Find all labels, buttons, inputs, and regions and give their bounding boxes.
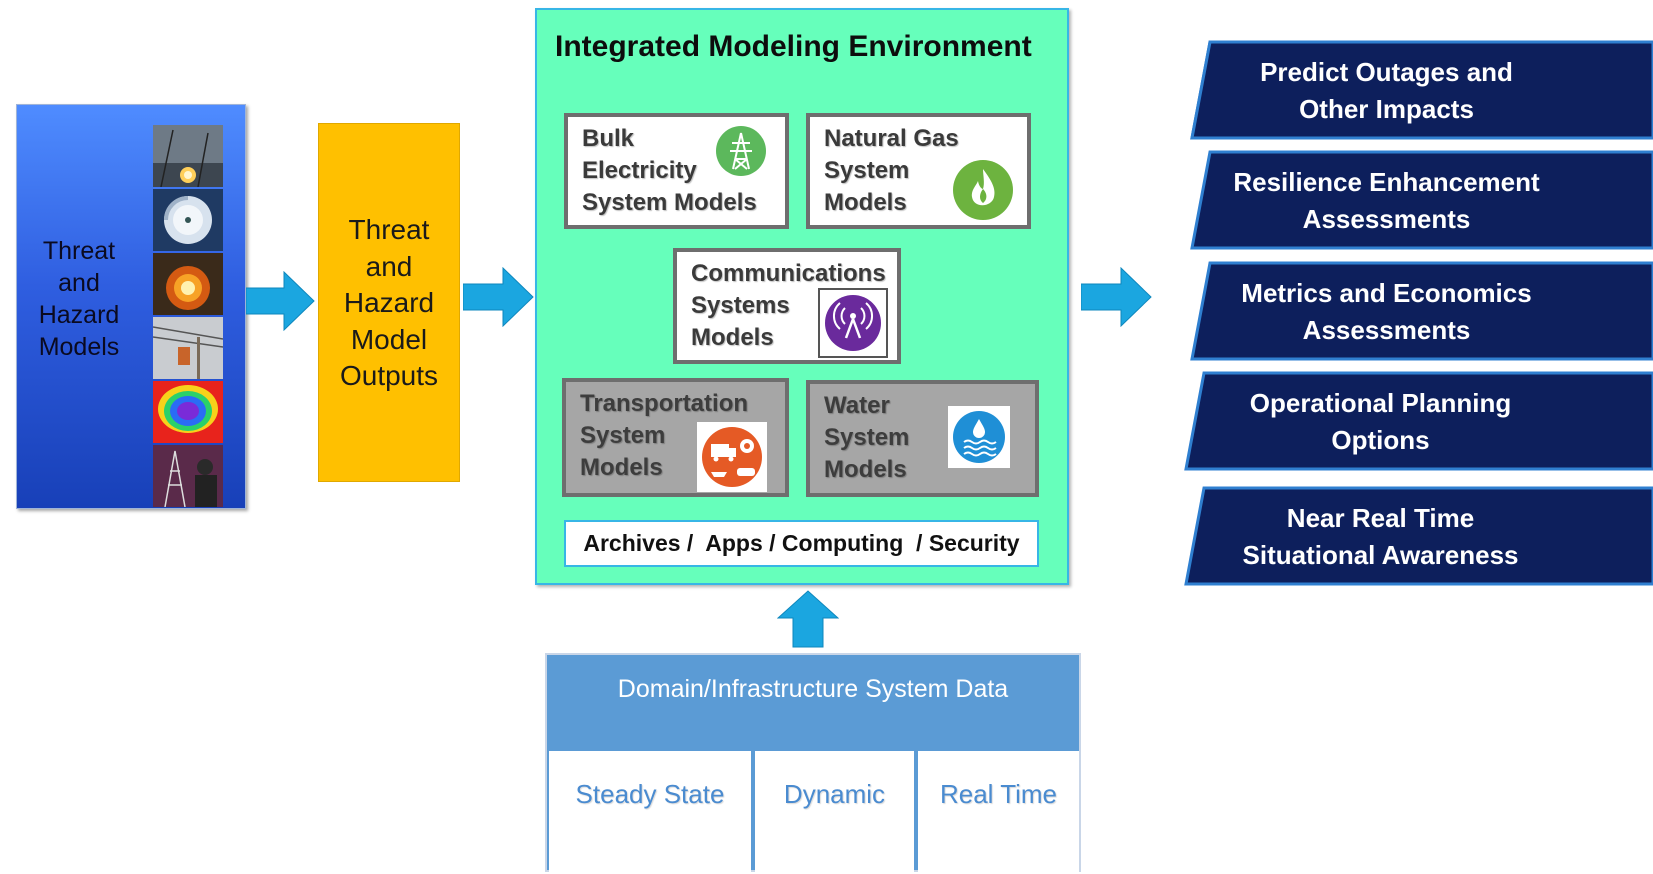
archives-bar-label: Archives / Apps / Computing / Security [583,530,1020,556]
natural-gas-label: Natural Gas System Models [824,125,959,216]
data-cell-dynamic-label: Dynamic [783,779,886,809]
flame-icon [953,160,1013,220]
domain-data-panel: Domain/Infrastructure System Data Steady… [545,653,1081,874]
outcome-operational-planning-label: Operational Planning Options [1249,388,1512,455]
data-cell-real-time-label: Real Time [939,779,1058,809]
outcome-predict-outages-label: Predict Outages and Other Impacts [1260,57,1513,124]
data-cell-steady-state: Steady State [549,751,751,874]
cyber-attack-photo [153,445,223,507]
data-cell-dynamic: Dynamic [755,751,914,874]
archives-bar: Archives / Apps / Computing / Security [564,520,1039,567]
communications-label: Communications Systems Models [691,260,886,351]
water-drop-icon [948,406,1010,468]
heat-map-photo [153,381,223,443]
arrow-right-icon [246,271,315,331]
environment-title: Integrated Modeling Environment [555,30,1032,63]
water-card: Water System Models [806,380,1039,497]
radio-antenna-icon [818,288,888,358]
model-outputs-box: Threat and Hazard Model Outputs [318,123,460,482]
model-outputs-label: Threat and Hazard Model Outputs [339,214,439,391]
outcome-resilience: Resilience Enhancement Assessments [1190,150,1653,250]
hurricane-satellite-photo [153,189,223,251]
arrow-up-icon [777,590,839,648]
outcome-predict-outages: Predict Outages and Other Impacts [1190,40,1653,140]
outcome-resilience-label: Resilience Enhancement Assessments [1233,167,1540,234]
transportation-card: Transportation System Models [562,378,789,497]
outcome-metrics-label: Metrics and Economics Assessments [1241,278,1532,345]
transportation-label: Transportation System Models [580,390,749,481]
outcome-situational-awareness: Near Real Time Situational Awareness [1184,486,1653,586]
water-label: Water System Models [824,392,910,483]
lightning-photo [153,125,223,187]
threat-thumbnails [153,125,223,509]
data-cell-real-time: Real Time [918,751,1079,874]
data-cell-steady-state-label: Steady State [575,779,725,809]
ice-storm-lineworker-photo [153,317,223,379]
transportation-icon [697,422,767,492]
outcome-situational-awareness-label: Near Real Time Situational Awareness [1242,503,1519,570]
fire-explosion-photo [153,253,223,315]
arrow-right-icon [1081,267,1152,327]
bulk-electricity-card: Bulk Electricity System Models [564,113,789,229]
domain-data-title: Domain/Infrastructure System Data [617,675,1009,703]
bulk-electricity-label: Bulk Electricity System Models [582,125,757,216]
threat-models-label: Threat and Hazard Models [38,237,120,361]
arrow-right-icon [463,267,534,327]
outcome-operational-planning: Operational Planning Options [1184,371,1653,471]
transmission-tower-icon [716,126,766,176]
communications-card: Communications Systems Models [673,248,901,364]
natural-gas-card: Natural Gas System Models [806,113,1031,229]
outcome-metrics: Metrics and Economics Assessments [1190,261,1653,361]
